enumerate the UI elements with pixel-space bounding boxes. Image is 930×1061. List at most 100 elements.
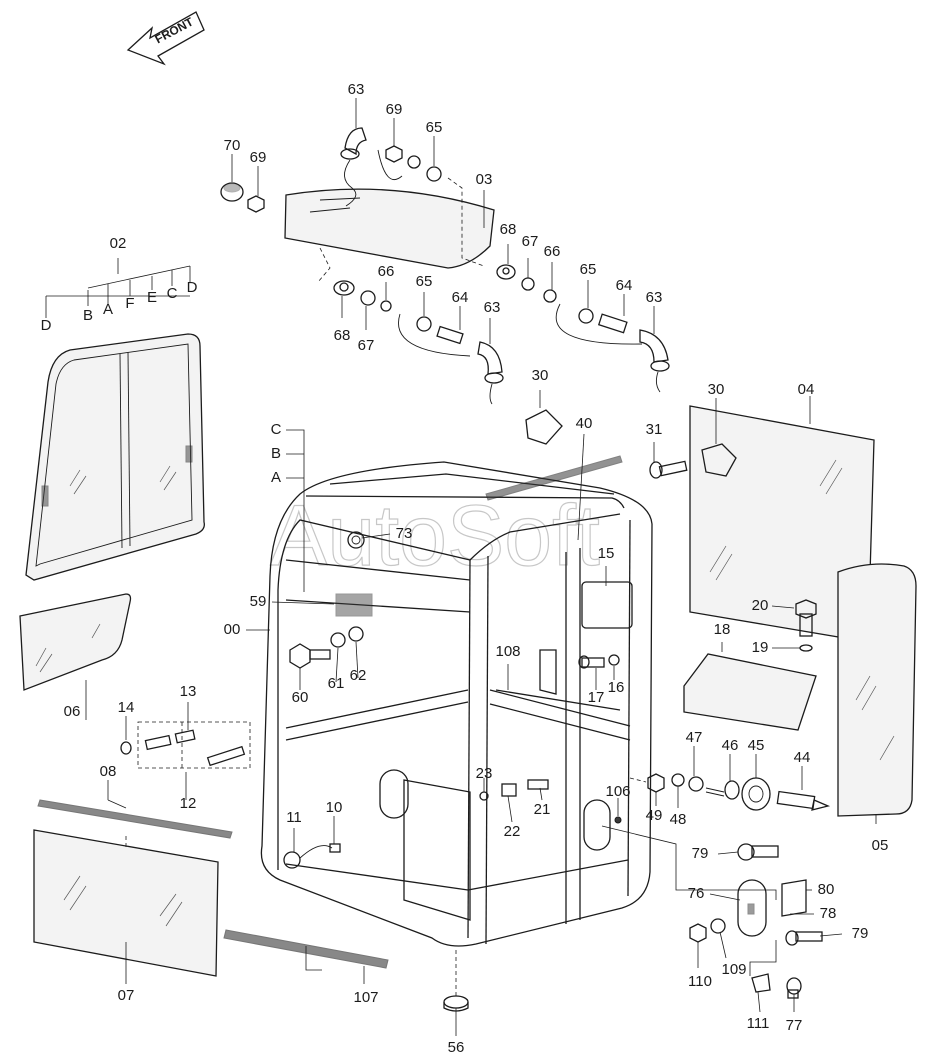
side-glass-05-hatch	[855, 675, 895, 761]
label-C: C	[167, 285, 178, 302]
bracket-80	[781, 879, 807, 917]
label-62: 62	[350, 667, 367, 684]
shaft-47	[705, 787, 725, 797]
washer-65-top	[426, 166, 442, 182]
washer-66-right	[543, 289, 557, 303]
fitting-68-right	[496, 264, 516, 280]
washer-16	[608, 654, 620, 666]
rail-40	[485, 455, 623, 501]
label-78: 78	[820, 905, 837, 922]
glass-06-hatch	[35, 623, 101, 673]
label-79: 79	[852, 925, 869, 942]
bolt-79-top	[737, 843, 779, 861]
latch-21-23	[479, 779, 549, 801]
label-44: 44	[794, 749, 811, 766]
label-61: 61	[328, 675, 345, 692]
label-67: 67	[522, 233, 539, 250]
screw-31	[649, 460, 688, 479]
label-48: 48	[670, 811, 687, 828]
connector-10-11	[283, 843, 341, 869]
label-56: 56	[448, 1039, 465, 1056]
bolt-60	[289, 643, 331, 669]
label-49: 49	[646, 807, 663, 824]
roof-panel-30-left	[525, 409, 563, 445]
label-D: D	[187, 279, 198, 296]
glass-06	[19, 593, 132, 691]
cab-frame-00	[260, 455, 653, 947]
label-C: C	[271, 421, 282, 438]
label-B: B	[271, 445, 281, 462]
label-59: 59	[250, 593, 267, 610]
hose-left	[398, 313, 471, 357]
nut-69-left	[247, 195, 265, 213]
label-79: 79	[692, 845, 709, 862]
label-109: 109	[721, 961, 746, 978]
washer-19	[799, 644, 813, 652]
part-labels: 63 69 65 70 69 03 68 67 66 65 64 63 66 6…	[41, 81, 889, 1056]
label-70: 70	[224, 137, 241, 154]
label-46: 46	[722, 737, 739, 754]
glass-07-hatch	[63, 875, 183, 927]
washer-61	[330, 632, 346, 648]
roof-dash-left	[317, 247, 331, 283]
strip-08	[37, 799, 233, 839]
label-16: 16	[608, 679, 625, 696]
bolt-20	[795, 599, 817, 637]
label-B: B	[83, 307, 93, 324]
label-11: 11	[286, 809, 302, 826]
label-30: 30	[708, 381, 725, 398]
washer-47	[688, 776, 704, 792]
label-45: 45	[748, 737, 765, 754]
nut-69-top	[385, 145, 403, 163]
door-glass-02	[25, 333, 205, 581]
washer-66-top	[407, 155, 421, 169]
label-65: 65	[416, 273, 433, 290]
rear-glass-04-hatch	[709, 459, 843, 581]
label-77: 77	[786, 1017, 803, 1034]
front-arrow-icon: FRONT	[126, 11, 205, 66]
washer-67-right	[521, 277, 535, 291]
part-111	[751, 973, 771, 993]
washer-48	[671, 773, 685, 787]
label-10: 10	[326, 799, 343, 816]
bolt-17	[578, 655, 605, 669]
elbow-63-left	[477, 341, 504, 405]
washer-62	[348, 626, 364, 642]
label-63: 63	[646, 289, 663, 306]
nut-49	[647, 773, 665, 793]
label-A: A	[271, 469, 281, 486]
label-47: 47	[686, 729, 703, 746]
label-31: 31	[646, 421, 663, 438]
label-12: 12	[180, 795, 197, 812]
label-20: 20	[752, 597, 769, 614]
label-66: 66	[544, 243, 561, 260]
label-40: 40	[576, 415, 593, 432]
cap-70	[220, 182, 244, 202]
label-69: 69	[386, 101, 403, 118]
label-63: 63	[348, 81, 365, 98]
elbow-63-right	[639, 329, 670, 393]
dash-49	[629, 777, 647, 783]
elbow-63-top	[340, 127, 367, 207]
watermark-text: AutoSoft	[270, 488, 600, 584]
fitting-68-left	[333, 280, 355, 296]
label-64: 64	[616, 277, 633, 294]
label-23: 23	[476, 765, 493, 782]
hose-top	[377, 149, 403, 181]
plate-76	[737, 879, 767, 937]
label-05: 05	[872, 837, 889, 854]
label-04: 04	[798, 381, 815, 398]
label-68: 68	[500, 221, 517, 238]
cover-18	[683, 653, 817, 731]
washer-109	[710, 918, 726, 934]
label-D: D	[41, 317, 52, 334]
nut-110	[689, 923, 707, 943]
label-02: 02	[110, 235, 127, 252]
label-21: 21	[534, 801, 551, 818]
door-glass-02-leaders	[45, 258, 191, 318]
latch-leader	[601, 825, 777, 976]
label-17: 17	[588, 689, 605, 706]
label-08: 08	[100, 763, 117, 780]
